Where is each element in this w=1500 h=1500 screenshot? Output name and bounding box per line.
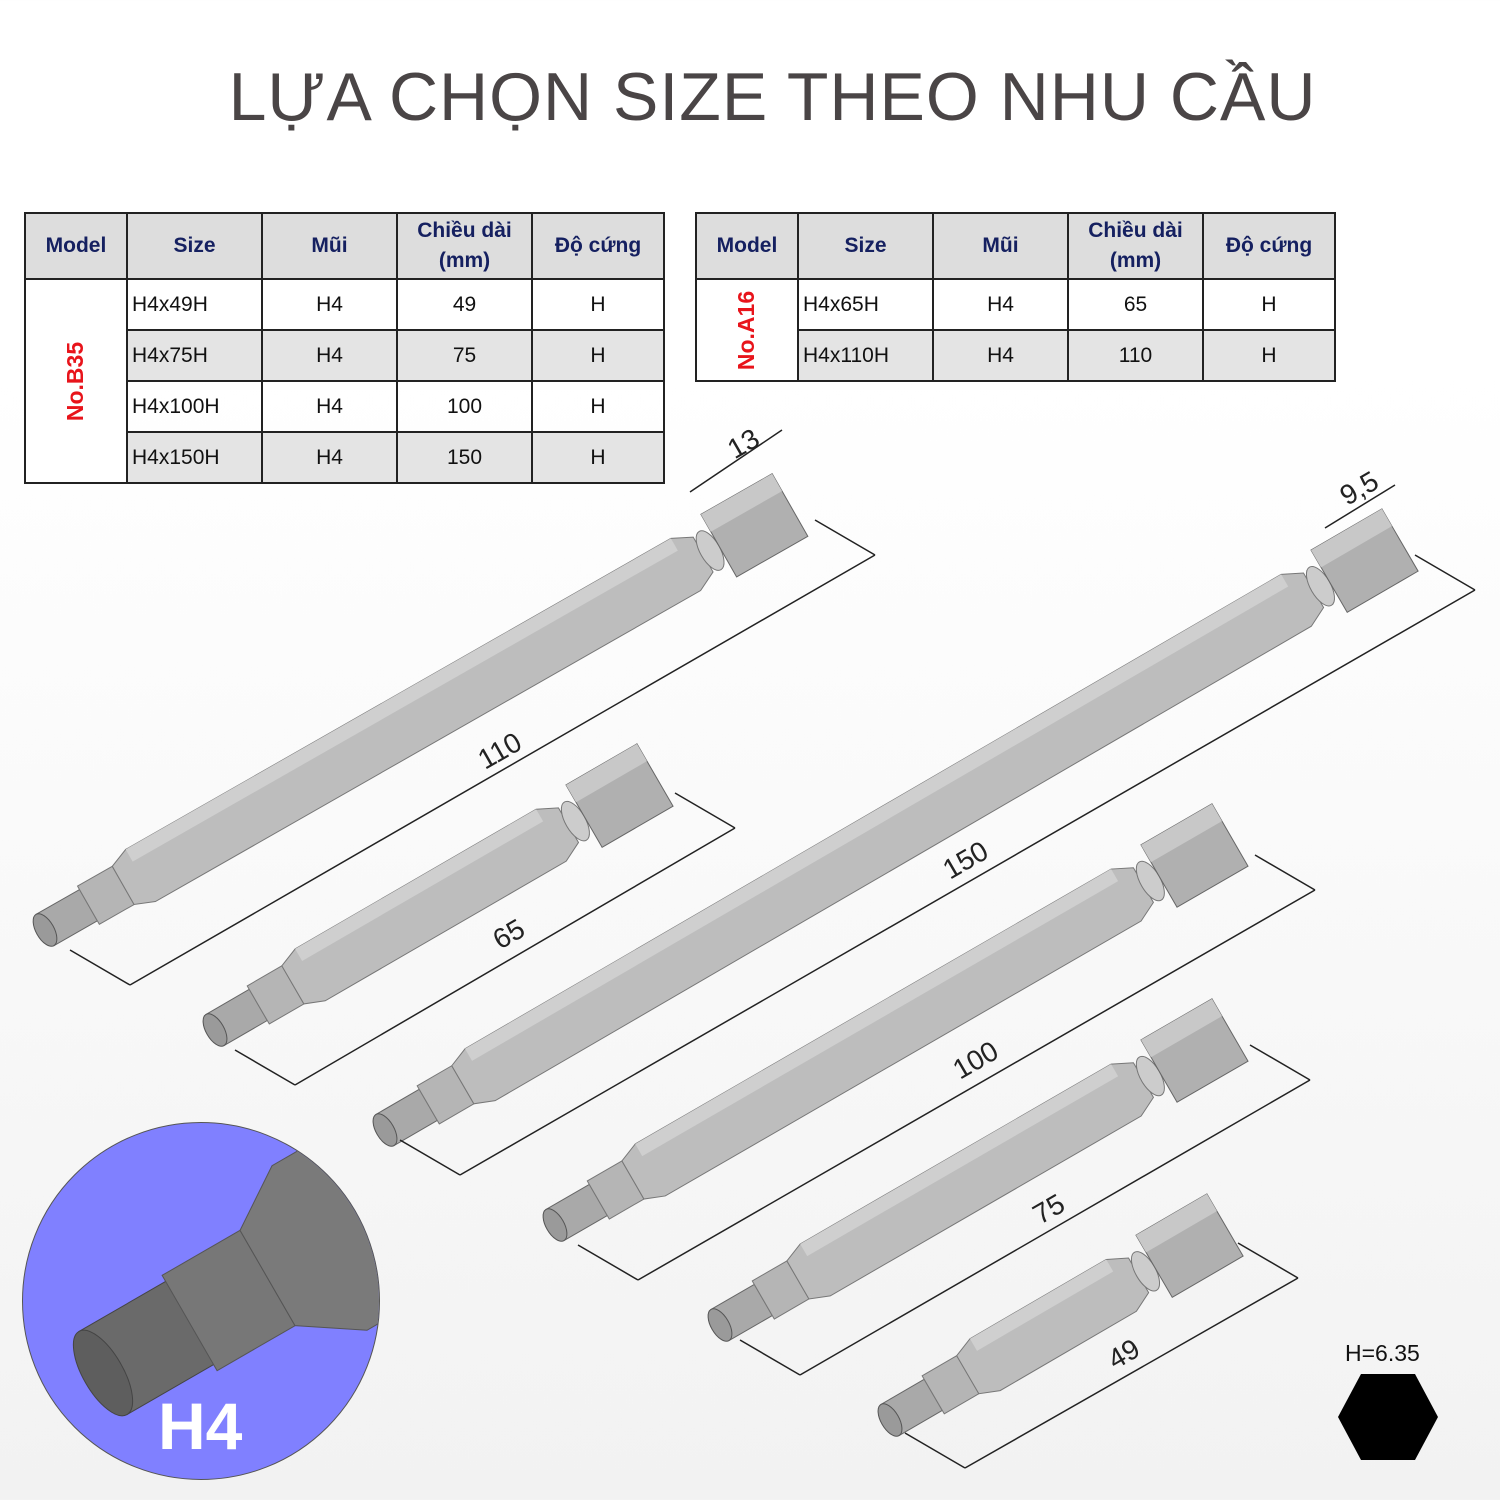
length-cell: 65: [1067, 278, 1204, 331]
head-dim-13: 13: [722, 422, 764, 464]
mui-cell: H4: [261, 431, 398, 484]
length-dimension-label: 110: [473, 726, 527, 775]
length-cell: 75: [396, 329, 533, 382]
header-model: Model: [24, 212, 128, 280]
screwdriver-bit: [372, 508, 1419, 1147]
model-cell: No.A16: [695, 278, 799, 382]
h4-tip-closeup: [22, 1122, 380, 1480]
size-cell: H4x150H: [126, 431, 263, 484]
mui-cell: H4: [932, 278, 1069, 331]
hardness-cell: H: [531, 278, 665, 331]
model-cell: No.B35: [24, 278, 128, 484]
screwdriver-bit: [32, 473, 809, 947]
screwdriver-bit: [707, 998, 1249, 1342]
mui-cell: H4: [932, 329, 1069, 382]
h4-label: H4: [158, 1389, 243, 1463]
dimension-line: [637, 889, 1316, 1281]
hardness-cell: H: [531, 431, 665, 484]
dimension-line: [799, 1079, 1311, 1376]
hardness-cell: H: [531, 329, 665, 382]
header-mui: Mũi: [261, 212, 398, 280]
mui-cell: H4: [261, 380, 398, 433]
hex-size-label: H=6.35: [1345, 1340, 1420, 1366]
table-a16: Model Size Mũi Chiều dài(mm) Độ cứng No.…: [695, 212, 1336, 382]
header-size: Size: [797, 212, 934, 280]
header-length: Chiều dài(mm): [1067, 212, 1204, 280]
length-cell: 100: [396, 380, 533, 433]
length-dimension-label: 65: [487, 913, 530, 955]
page-title: LỰA CHỌN SIZE THEO NHU CẦU: [228, 59, 1317, 135]
header-hardness: Độ cứng: [1202, 212, 1336, 280]
hardness-cell: H: [1202, 329, 1336, 382]
header-mui: Mũi: [932, 212, 1069, 280]
screwdriver-bit: [202, 743, 674, 1047]
table-b35: Model Size Mũi Chiều dài(mm) Độ cứng No.…: [24, 212, 665, 484]
screwdriver-bit: [542, 803, 1249, 1242]
length-cell: 49: [396, 278, 533, 331]
hexagon-icon: [1338, 1374, 1438, 1460]
header-hardness: Độ cứng: [531, 212, 665, 280]
bit-tip-icon: [72, 1123, 379, 1417]
length-cell: 110: [1067, 329, 1204, 382]
size-cell: H4x100H: [126, 380, 263, 433]
header-length: Chiều dài(mm): [396, 212, 533, 280]
dimension-line: [294, 827, 736, 1086]
length-cell: 150: [396, 431, 533, 484]
dimension-line: [129, 554, 876, 986]
header-model: Model: [695, 212, 799, 280]
size-cell: H4x49H: [126, 278, 263, 331]
dimension-line: [459, 589, 1476, 1176]
screwdriver-bit: [877, 1193, 1244, 1437]
head-dim-9-5: 9,5: [1335, 465, 1384, 511]
header-size: Size: [126, 212, 263, 280]
length-dimension-label: 150: [937, 835, 993, 885]
size-cell: H4x75H: [126, 329, 263, 382]
size-cell: H4x110H: [797, 329, 934, 382]
length-dimension-label: 75: [1027, 1188, 1069, 1230]
mui-cell: H4: [261, 278, 398, 331]
length-dimension-label: 100: [947, 1035, 1003, 1085]
hardness-cell: H: [1202, 278, 1336, 331]
hardness-cell: H: [531, 380, 665, 433]
size-cell: H4x65H: [797, 278, 934, 331]
dimension-line: [964, 1277, 1299, 1469]
mui-cell: H4: [261, 329, 398, 382]
